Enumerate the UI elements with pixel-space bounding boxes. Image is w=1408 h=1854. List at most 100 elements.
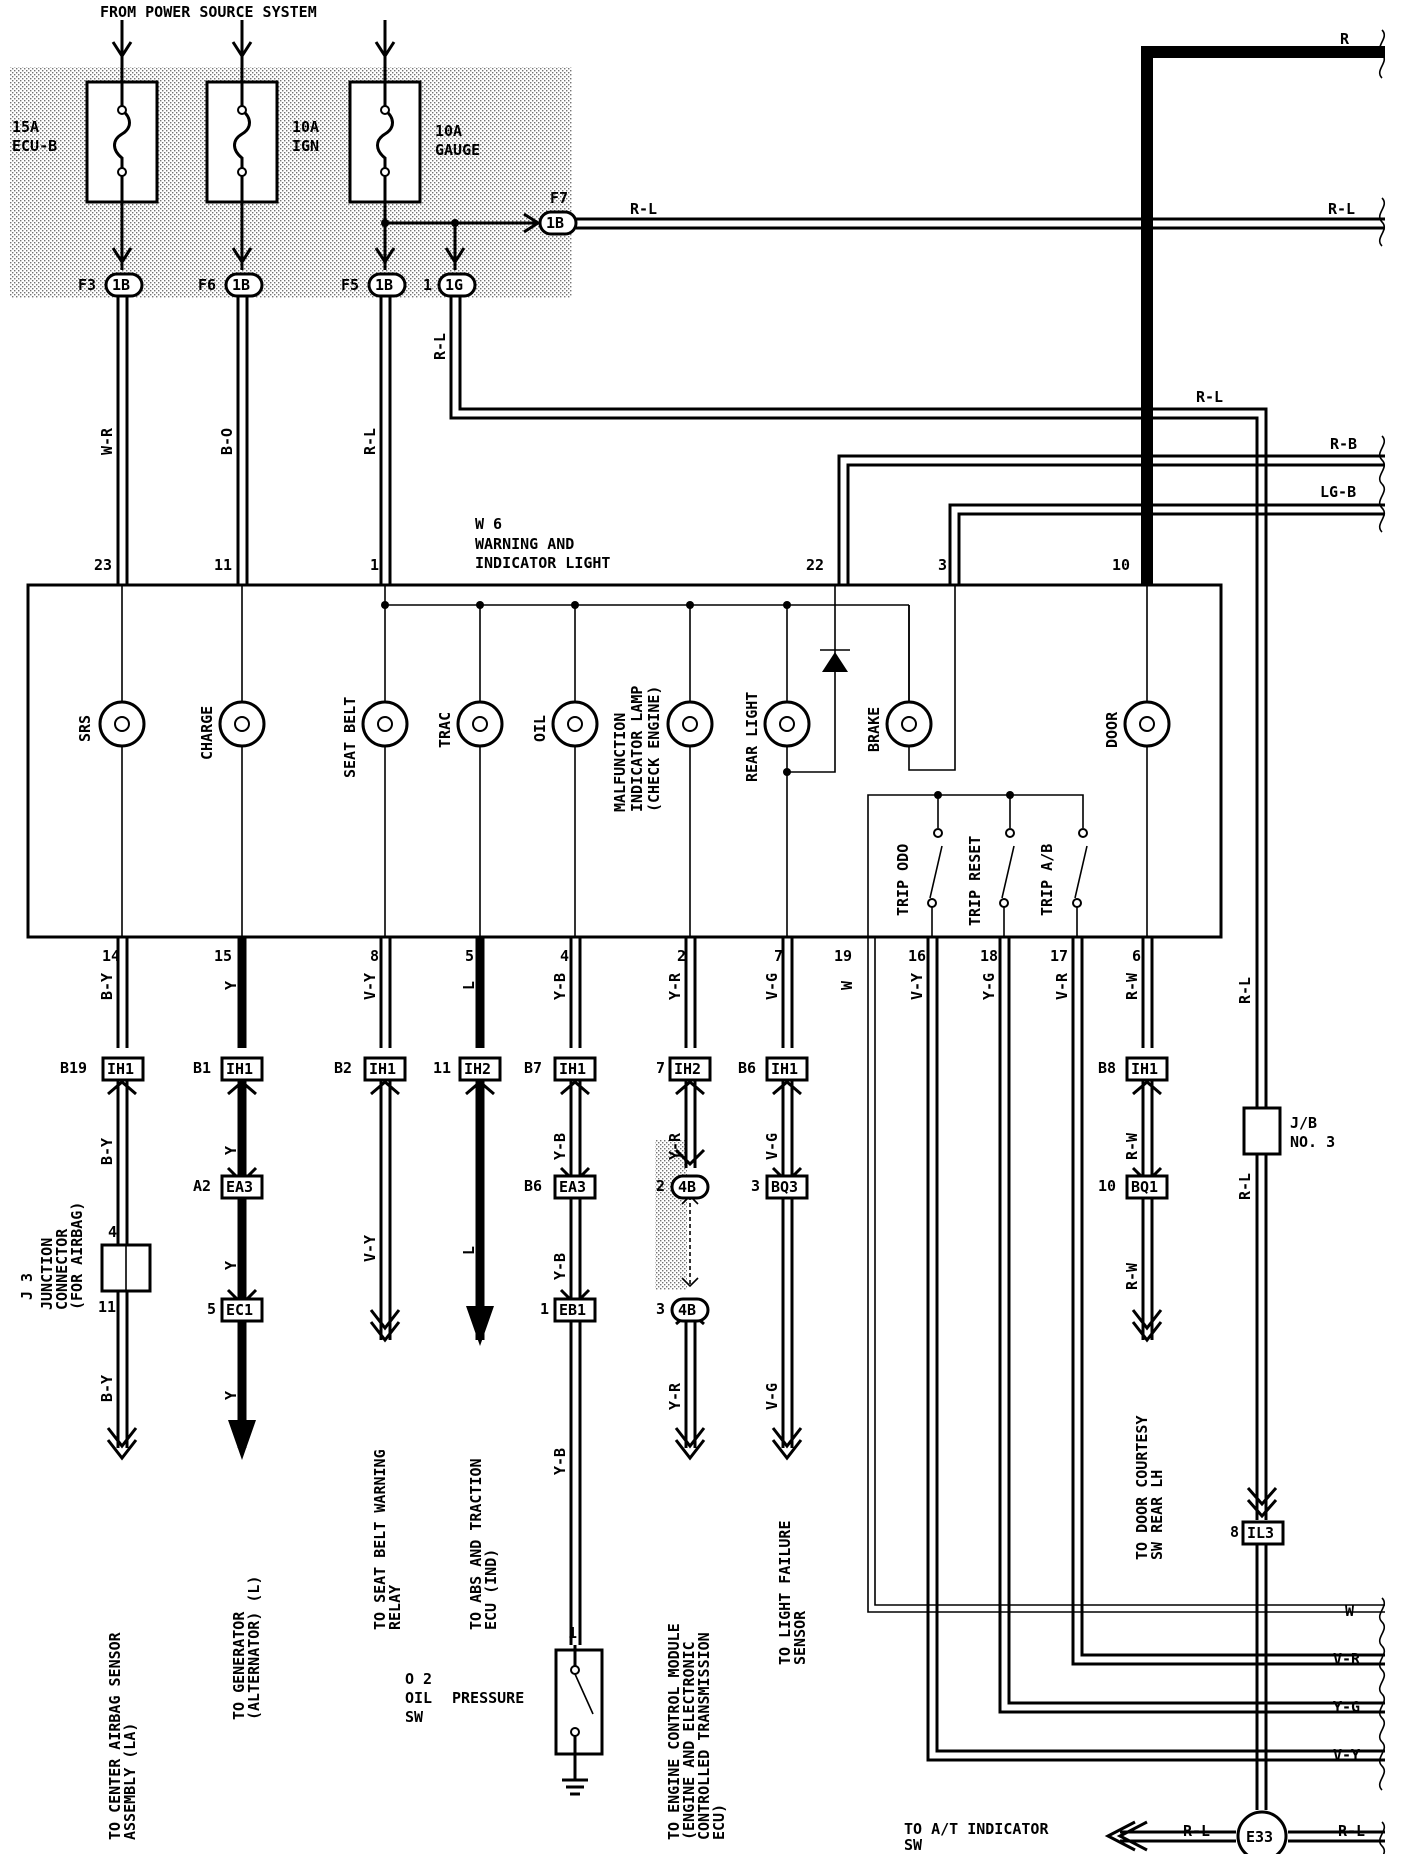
svg-text:DOOR: DOOR (1103, 711, 1121, 748)
svg-text:BRAKE: BRAKE (865, 707, 883, 752)
right-edge-breaks (1378, 29, 1386, 1854)
component-id: W 6 (475, 515, 502, 533)
svg-text:2: 2 (677, 947, 686, 965)
connector-f5-1b: F5 1B (341, 272, 407, 298)
svg-text:W-R: W-R (98, 427, 116, 455)
dest-abs-l1: TO ABS AND TRACTION (467, 1458, 485, 1630)
svg-text:17: 17 (1050, 947, 1068, 965)
svg-text:3: 3 (751, 1177, 760, 1195)
check-engine-lamp (666, 700, 714, 748)
svg-text:(FOR AIRBAG): (FOR AIRBAG) (68, 1202, 86, 1310)
oil-pressure-switch: 1 O 2 OIL PRESSURE SW (405, 1624, 604, 1796)
svg-text:Y-B: Y-B (551, 1253, 569, 1280)
svg-text:11: 11 (433, 1059, 451, 1077)
fuse-ecu-b (85, 80, 159, 204)
trac-lamp (456, 700, 504, 748)
svg-text:1B: 1B (112, 276, 130, 294)
oil-lamp (551, 700, 599, 748)
fuse3-amp: 10A (435, 122, 462, 140)
svg-text:OIL: OIL (405, 1689, 432, 1707)
svg-text:7: 7 (774, 947, 783, 965)
svg-text:CHARGE: CHARGE (198, 706, 216, 760)
junction-block-no3: J/B NO. 3 (1242, 1106, 1335, 1156)
destination-labels: TO CENTER AIRBAG SENSOR ASSEMBLY (LA) TO… (106, 1416, 1166, 1841)
top-wires (116, 46, 1385, 1520)
svg-text:IH2: IH2 (674, 1060, 701, 1078)
connector-row-2: A2 EA3 B6 EA3 2 4B 3 BQ3 10 BQ1 (193, 1174, 1169, 1200)
svg-text:B8: B8 (1098, 1059, 1116, 1077)
svg-text:4B: 4B (678, 1301, 696, 1319)
svg-text:SW: SW (405, 1708, 424, 1726)
svg-text:Y: Y (222, 1391, 240, 1400)
svg-text:R-L: R-L (1328, 200, 1355, 218)
dest-door-l1: TO DOOR COURTESY (1133, 1416, 1151, 1561)
srs-lamp (98, 700, 146, 748)
svg-text:6: 6 (1132, 947, 1141, 965)
svg-text:16: 16 (908, 947, 926, 965)
svg-text:Y-B: Y-B (551, 1448, 569, 1475)
svg-text:7: 7 (656, 1059, 665, 1077)
fuse3-name: GAUGE (435, 141, 480, 159)
svg-text:10: 10 (1112, 556, 1130, 574)
at-indicator-l1: TO A/T INDICATOR (904, 1820, 1049, 1838)
dest-seatbelt-l1: TO SEAT BELT WARNING (371, 1449, 389, 1630)
svg-text:IH1: IH1 (369, 1060, 396, 1078)
bottom-wires (116, 937, 1385, 1762)
svg-text:Y-R: Y-R (666, 972, 684, 1000)
svg-text:3: 3 (938, 556, 947, 574)
svg-text:V-G: V-G (763, 973, 781, 1000)
svg-text:BQ3: BQ3 (771, 1178, 798, 1196)
fuse2-name: IGN (292, 137, 319, 155)
svg-text:B6: B6 (524, 1177, 542, 1195)
lamp-labels: SRS CHARGE SEAT BELT TRAC OIL MALFUNCTIO… (76, 686, 1121, 812)
svg-text:R-W: R-W (1123, 1262, 1141, 1290)
svg-text:L: L (460, 981, 478, 990)
svg-text:IH2: IH2 (464, 1060, 491, 1078)
svg-text:REAR LIGHT: REAR LIGHT (743, 692, 761, 782)
svg-text:OIL: OIL (531, 715, 549, 742)
svg-text:INDICATOR LAMP: INDICATOR LAMP (628, 686, 646, 812)
svg-text:J/B: J/B (1290, 1114, 1317, 1132)
svg-text:B7: B7 (524, 1059, 542, 1077)
svg-text:23: 23 (94, 556, 112, 574)
svg-text:1: 1 (540, 1300, 549, 1318)
connector-f7-1b: F7 1B (538, 189, 578, 236)
svg-text:V-Y: V-Y (361, 1235, 379, 1262)
svg-text:EC1: EC1 (226, 1301, 253, 1319)
svg-text:1B: 1B (546, 214, 564, 232)
svg-text:J 3: J 3 (18, 1273, 36, 1300)
svg-text:1B: 1B (232, 276, 250, 294)
svg-text:L: L (460, 1246, 478, 1255)
svg-text:F5: F5 (341, 276, 359, 294)
connector-e33: E33 (1236, 1810, 1288, 1854)
svg-text:5: 5 (465, 947, 474, 965)
svg-text:V-Y: V-Y (361, 973, 379, 1000)
svg-text:Y: Y (222, 1146, 240, 1155)
svg-text:V-Y: V-Y (908, 973, 926, 1000)
svg-text:B-O: B-O (218, 428, 236, 455)
power-source-label: FROM POWER SOURCE SYSTEM (100, 3, 317, 21)
svg-text:R-L: R-L (431, 333, 449, 360)
connector-row-1: B19 IH1 B1 IH1 B2 IH1 11 IH2 B7 IH1 7 IH… (60, 1056, 1169, 1082)
fuse2-amp: 10A (292, 118, 319, 136)
svg-text:BQ1: BQ1 (1131, 1178, 1158, 1196)
dest-airbag-l1: TO CENTER AIRBAG SENSOR (106, 1631, 124, 1840)
svg-text:SRS: SRS (76, 715, 94, 742)
junction-connector-j3: 4 11 J 3 JUNCTION CONNECTOR (FOR AIRBAG) (18, 1202, 152, 1316)
door-lamp (1123, 700, 1171, 748)
svg-text:1G: 1G (445, 276, 463, 294)
svg-text:Y: Y (222, 1261, 240, 1270)
svg-text:PRESSURE: PRESSURE (452, 1689, 524, 1707)
dest-seatbelt-l2: RELAY (386, 1585, 404, 1630)
dest-ecm-l4: ECU) (710, 1804, 728, 1840)
fuse-gauge (348, 80, 422, 204)
svg-text:1: 1 (568, 1624, 577, 1642)
dest-abs-l2: ECU (IND) (482, 1549, 500, 1630)
brake-lamp (885, 700, 933, 748)
svg-text:R-B: R-B (1330, 435, 1357, 453)
svg-text:B2: B2 (334, 1059, 352, 1077)
lower-wire-labels: B-Y B-Y Y Y Y V-Y L Y-B Y-B Y-B Y-R Y-R … (98, 1132, 1141, 1475)
svg-text:R-L: R-L (1236, 977, 1254, 1004)
svg-text:SEAT BELT: SEAT BELT (341, 697, 359, 778)
svg-text:15: 15 (214, 947, 232, 965)
